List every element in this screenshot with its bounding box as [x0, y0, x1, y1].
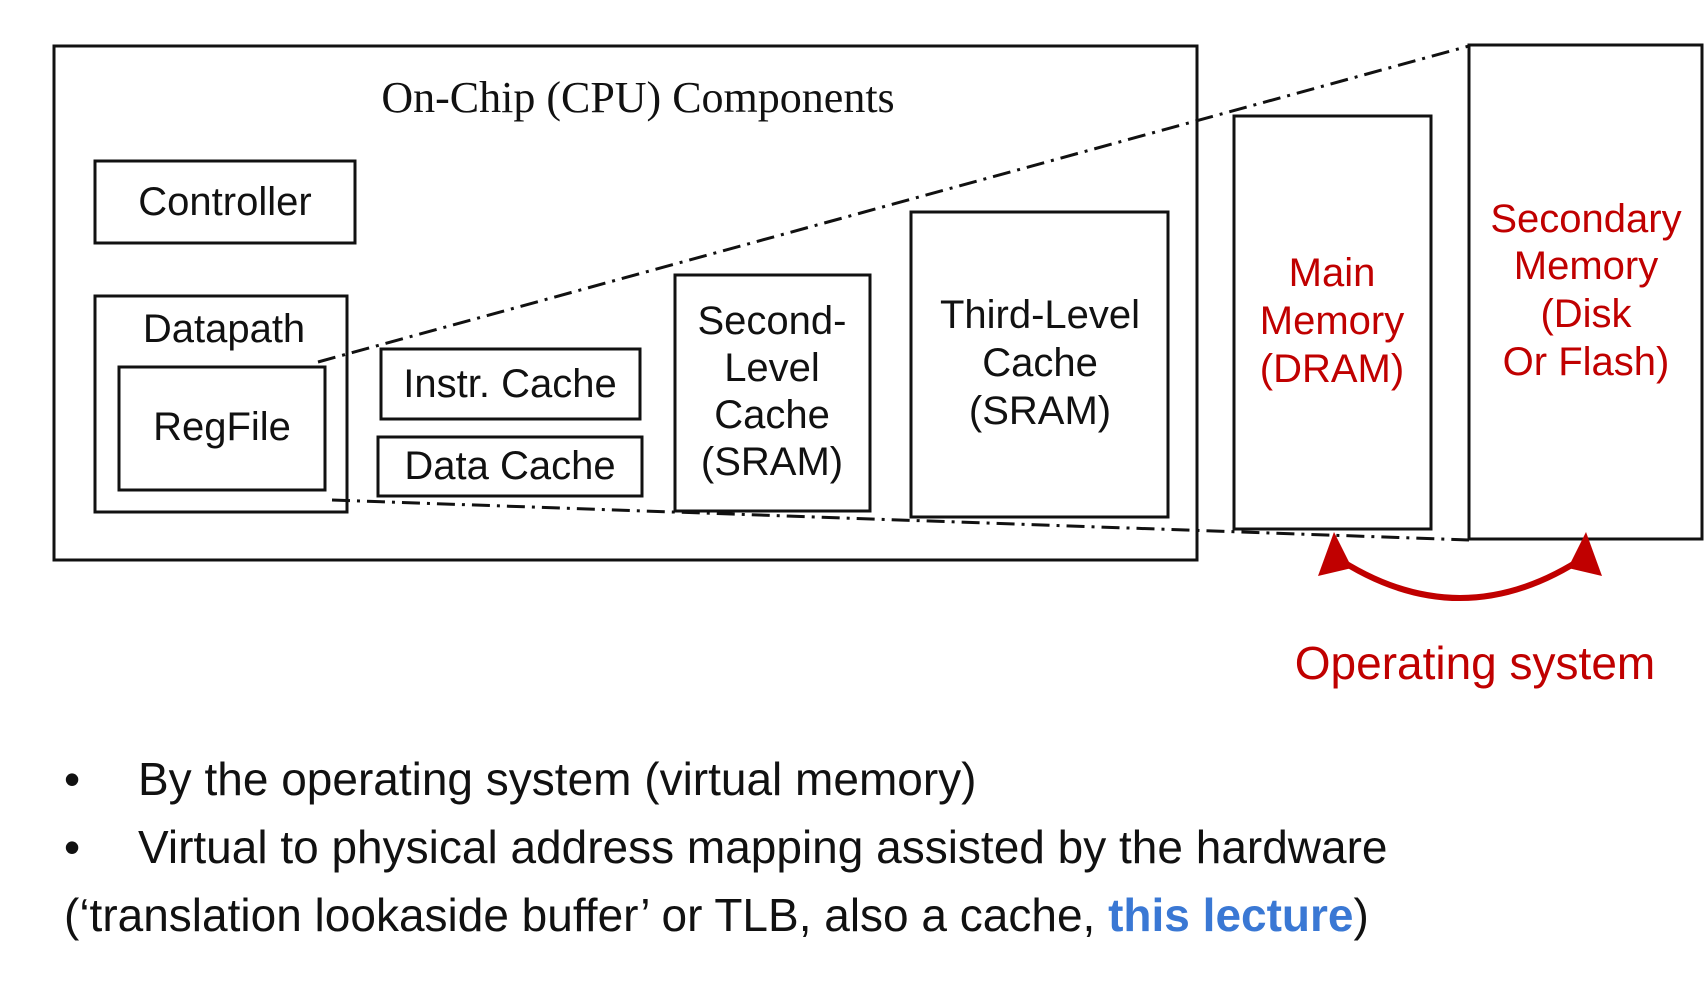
datapath-box: [93, 294, 349, 514]
l2-line-1: Second-: [698, 299, 847, 343]
hierarchy-bottom-line: [331, 498, 1470, 542]
os-swap-arrow: [1332, 553, 1588, 601]
l3-line-2: Cache: [982, 341, 1098, 385]
os-label: Operating system: [1295, 637, 1655, 689]
l3-line-3: (SRAM): [969, 389, 1111, 433]
this-lecture-highlight: this lecture: [1108, 889, 1354, 941]
l2-line-3: Cache: [714, 393, 830, 437]
instr-cache-label: Instr. Cache: [403, 362, 616, 406]
continuation-suffix: ): [1353, 889, 1369, 941]
os-arrow-head-right-icon: [1568, 532, 1602, 576]
secondary-line-2: Memory: [1514, 244, 1658, 288]
bullet-text: Virtual to physical address mapping assi…: [138, 821, 1388, 873]
controller-box: [93, 159, 357, 245]
main-memory-line-1: Main: [1289, 251, 1376, 295]
continuation-prefix: (‘translation lookaside buffer’ or TLB, …: [64, 889, 1109, 941]
bullet-mark: •: [64, 753, 81, 805]
l2-line-4: (SRAM): [701, 440, 843, 484]
bullet-item: • By the operating system (virtual memor…: [64, 745, 1388, 813]
regfile-box: [117, 365, 327, 492]
bullet-list: • By the operating system (virtual memor…: [64, 745, 1388, 949]
instr-cache-box: [379, 347, 642, 421]
datapath-label: Datapath: [143, 307, 305, 351]
bullet-text: By the operating system (virtual memory): [138, 753, 977, 805]
data-cache-box: [376, 435, 644, 498]
l2-line-2: Level: [724, 346, 820, 390]
hierarchy-top-line: [317, 44, 1470, 364]
main-memory-line-2: Memory: [1260, 299, 1404, 343]
chip-title: On-Chip (CPU) Components: [381, 73, 894, 122]
cpu-chip-box: [52, 44, 1199, 562]
secondary-line-4: Or Flash): [1503, 340, 1670, 384]
bullet-continuation: (‘translation lookaside buffer’ or TLB, …: [64, 881, 1388, 949]
os-arrow-head-left-icon: [1318, 532, 1352, 576]
regfile-label: RegFile: [153, 405, 291, 449]
l3-line-1: Third-Level: [940, 293, 1140, 337]
main-memory-line-3: (DRAM): [1260, 347, 1404, 391]
l3-cache-box: [909, 210, 1170, 519]
bullet-mark: •: [64, 821, 81, 873]
controller-label: Controller: [138, 180, 311, 224]
main-memory-box: [1232, 114, 1433, 531]
secondary-line-1: Secondary: [1490, 197, 1681, 241]
secondary-line-3: (Disk: [1540, 292, 1632, 336]
data-cache-label: Data Cache: [404, 444, 615, 488]
l2-cache-box: [673, 273, 872, 513]
bullet-item: • Virtual to physical address mapping as…: [64, 813, 1388, 881]
